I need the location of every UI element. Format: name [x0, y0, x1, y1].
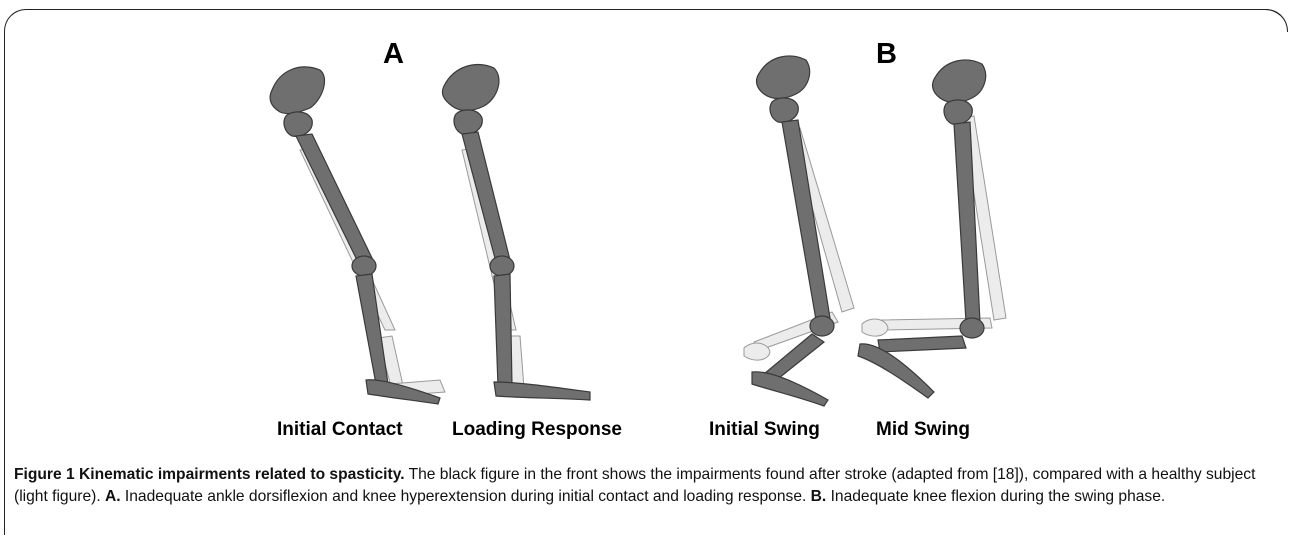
label-mid-swing: Mid Swing	[876, 419, 970, 441]
label-initial-contact: Initial Contact	[277, 419, 403, 441]
leg-mid-swing	[858, 60, 1006, 398]
caption-title: Figure 1 Kinematic impairments related t…	[14, 466, 405, 483]
label-initial-swing: Initial Swing	[709, 419, 820, 441]
label-loading-response: Loading Response	[452, 419, 622, 441]
caption-a-label: A.	[105, 488, 121, 505]
leg-initial-contact	[270, 67, 445, 404]
caption-b-label: B.	[811, 488, 827, 505]
leg-skeleton-illustrations	[0, 0, 1290, 460]
caption-a-text: Inadequate ankle dorsiflexion and knee h…	[121, 488, 811, 505]
caption-b-text: Inadequate knee flexion during the swing…	[826, 488, 1165, 505]
leg-initial-swing	[744, 56, 854, 406]
leg-loading-response	[442, 65, 590, 400]
figure-caption: Figure 1 Kinematic impairments related t…	[14, 464, 1276, 508]
